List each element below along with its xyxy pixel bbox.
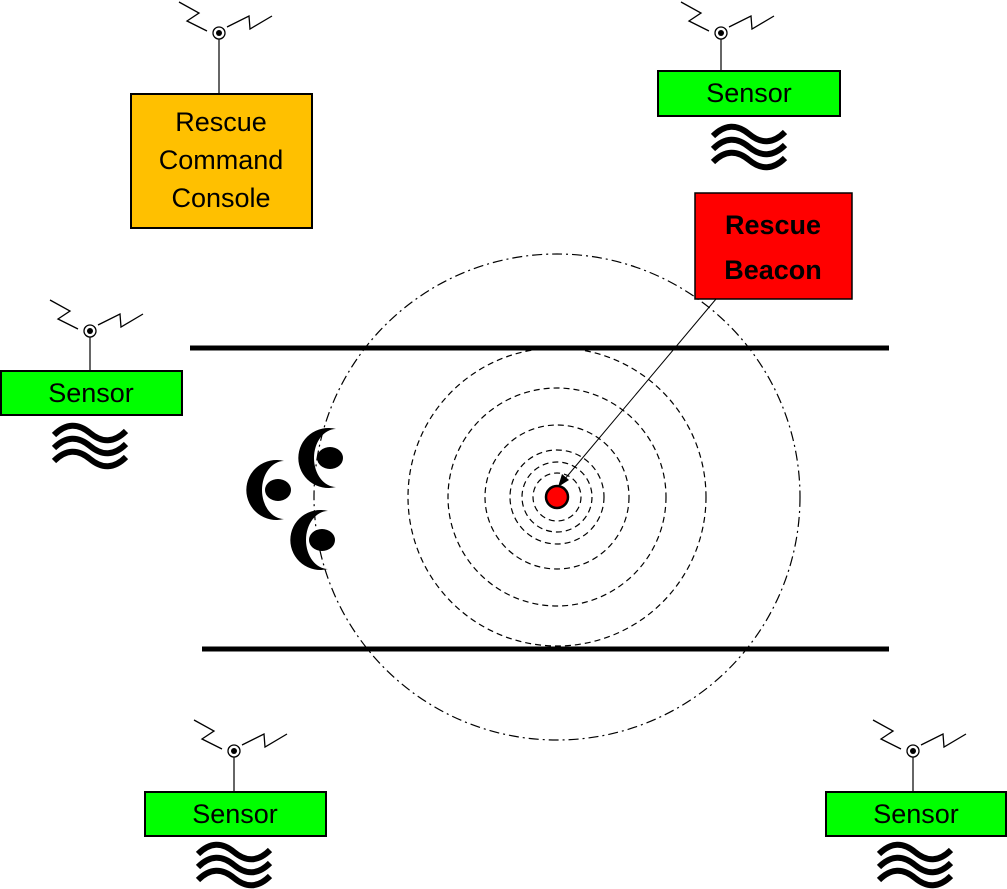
beacon-pointer-arrow [563,298,717,481]
console-label-line2: Command [159,145,284,175]
console-label-line1: Rescue [175,107,267,137]
signal-range-outer [313,253,801,741]
arrowhead-icon [558,474,569,487]
sensor-label: Sensor [192,799,278,829]
sensor-label: Sensor [48,378,134,408]
antenna-icon [680,1,775,40]
waves-icon [198,845,270,886]
rescue-beacon: Rescue Beacon [694,192,853,300]
rescuer-icon [290,510,335,570]
sensor-label: Sensor [706,78,792,108]
rescuer-icon [298,428,343,488]
waves-icon [879,845,951,886]
waves-icon [54,426,126,467]
sensor-bottom-right: Sensor [825,719,1007,886]
console-antenna-icon [178,1,273,40]
waves-icon [713,127,785,168]
antenna-icon [49,299,144,338]
sensor-bottom-left: Sensor [144,719,327,886]
signal-ring [521,461,593,533]
antenna-icon [193,719,288,758]
signal-ring [509,449,605,545]
beacon-label-line2: Beacon [724,255,822,285]
signal-ring [532,472,582,522]
signal-ring [484,424,630,570]
sensor-top-right: Sensor [657,1,841,168]
signal-ring [407,347,707,647]
antenna-icon [872,719,967,758]
sensor-left: Sensor [0,299,183,467]
beacon-label-line1: Rescue [725,210,821,240]
beacon-dot [544,484,570,510]
sensor-label: Sensor [873,799,959,829]
rescuer-icon [246,460,291,520]
rescue-command-console: Rescue Command Console [130,93,313,229]
signal-rings [313,253,801,741]
signal-ring [447,387,667,607]
console-label-line3: Console [171,183,270,213]
